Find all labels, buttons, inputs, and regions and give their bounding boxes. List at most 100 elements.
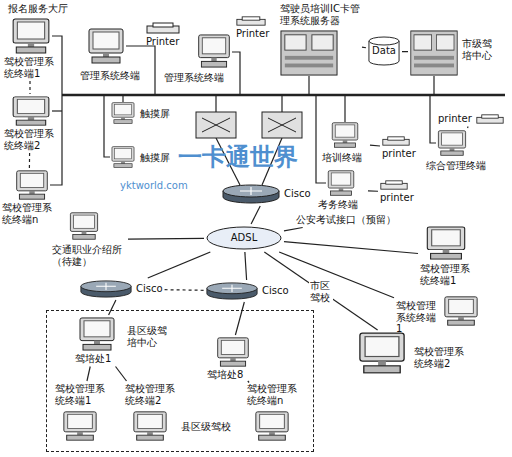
node-label: 驾驶员培训IC卡管理系统服务器 [280, 3, 360, 26]
printer: printer [438, 113, 504, 125]
computer-terminal: 触摸屏 [110, 146, 170, 168]
computer-terminal-icon [112, 147, 134, 168]
printer-icon [383, 137, 409, 145]
computer-terminal-icon [110, 146, 136, 168]
computer-terminal: 综合管理终端 [426, 130, 492, 172]
computer-terminal-icon [436, 130, 468, 156]
printer-icon [147, 23, 179, 33]
computer-terminal-icon [326, 170, 356, 196]
computer-terminal-icon [61, 411, 99, 441]
computer-terminal-icon [89, 29, 123, 63]
node-label: 驾校管理系统终端1 [4, 56, 56, 79]
computer-terminal-icon [14, 170, 50, 200]
node-label: 考务终端 [318, 199, 366, 211]
computer-terminal: 驾培处1 [75, 317, 117, 365]
bus-drop [433, 76, 434, 95]
router: Cisco [222, 184, 311, 204]
computer-terminal-icon [110, 102, 136, 124]
node-label: 公安考试接口（预留） [296, 214, 396, 226]
link-label: 市区驾校 [309, 279, 333, 304]
network-link [235, 302, 244, 335]
router-icon [223, 185, 279, 203]
bus-drop [104, 95, 110, 157]
computer-terminal-icon [356, 332, 408, 374]
computer-terminal-icon [332, 123, 358, 148]
printer-icon [146, 22, 180, 34]
node-label: 综合管理终端 [426, 160, 492, 172]
network-link [116, 367, 127, 382]
node-label: 管理系统终端 [164, 72, 230, 84]
watermark: yktworld.com [120, 180, 188, 192]
network-link [370, 144, 380, 146]
computer-terminal-icon [196, 34, 232, 68]
computer-terminal: 驾校管理系统终端n [247, 383, 301, 441]
computer-terminal-icon [328, 171, 354, 196]
printer-icon [236, 16, 266, 26]
computer-terminal: 交通职业介绍所（待建） [52, 212, 126, 267]
network-link [148, 252, 211, 278]
network-link [402, 51, 408, 52]
computer-terminal-icon [10, 18, 52, 54]
bus-drop [344, 95, 345, 122]
computer-terminal: 驾校管理系统终端2 [125, 383, 175, 441]
node-label: 县区级驾校 [181, 421, 231, 433]
computer-terminal-icon [10, 96, 52, 126]
node-label: 驾校管理系统终端1 [55, 383, 105, 406]
printer: printer [382, 136, 416, 160]
node-label: printer [380, 192, 414, 204]
network-link [279, 252, 394, 298]
watermark: 一卡通世界 [178, 144, 298, 172]
server: 市级驾培中心 [410, 30, 494, 76]
network-link [248, 381, 249, 383]
node-label: 驾培处1 [75, 353, 111, 365]
node-label: 培训终端 [322, 152, 368, 164]
dashed-region: 驾培处1驾培处8驾校管理系统终端1驾校管理系统终端2驾校管理系统终端n县区级驾培… [46, 310, 314, 452]
network-link [368, 190, 378, 191]
node-label: 驾校管理系统终端n [2, 202, 56, 225]
printer-icon [237, 17, 265, 25]
adsl-cloud: ADSL [206, 226, 282, 250]
node-label: 市级驾培中心 [462, 38, 494, 61]
printer-icon [381, 181, 407, 189]
bus-drop [52, 110, 62, 111]
router: Cisco [80, 280, 163, 298]
computer-terminal-icon [86, 28, 126, 64]
node-label: printer [438, 113, 472, 125]
computer-terminal-icon [13, 97, 49, 125]
computer-terminal-icon [77, 317, 117, 351]
computer-terminal: 培训终端 [322, 122, 368, 164]
computer-terminal-icon [427, 227, 464, 259]
printer-icon [477, 115, 503, 123]
bus-drop [281, 95, 282, 112]
computer-terminal: 驾培处8 [207, 337, 251, 381]
backbone-bus [62, 94, 505, 97]
bus-drop [316, 95, 326, 183]
network-link [245, 252, 247, 280]
computer-terminal: 驾校管理系统终端1 [4, 18, 56, 79]
computer-terminal: 驾校管理系统终端n [2, 170, 56, 225]
node-label: 驾校管理系统终端2 [414, 346, 466, 369]
computer-terminal-icon [218, 338, 249, 366]
node-label: 触摸屏 [140, 152, 170, 164]
computer-terminal-icon [256, 412, 288, 440]
network-link [109, 300, 116, 315]
server-icon [280, 30, 338, 76]
computer-terminal: 驾校管理系统终端1 [396, 296, 480, 335]
network-link [29, 153, 30, 168]
bus-drop [232, 52, 240, 95]
switch-symbol [262, 112, 302, 138]
server-icon [281, 31, 337, 75]
network-link [284, 228, 303, 231]
node-label: 驾校管理系统终端1 [420, 263, 472, 286]
area-title: 报名服务大厅 [8, 3, 68, 15]
adsl-cloud-icon [207, 227, 281, 249]
network-link [165, 289, 204, 291]
computer-terminal-icon [215, 337, 251, 367]
computer-terminal: 考务终端 [318, 170, 366, 211]
printer: Printer [146, 22, 180, 48]
bus-drop [215, 95, 216, 112]
node-label: Cisco [262, 285, 289, 297]
computer-terminal-icon [360, 333, 404, 373]
computer-terminal-icon [424, 226, 468, 260]
